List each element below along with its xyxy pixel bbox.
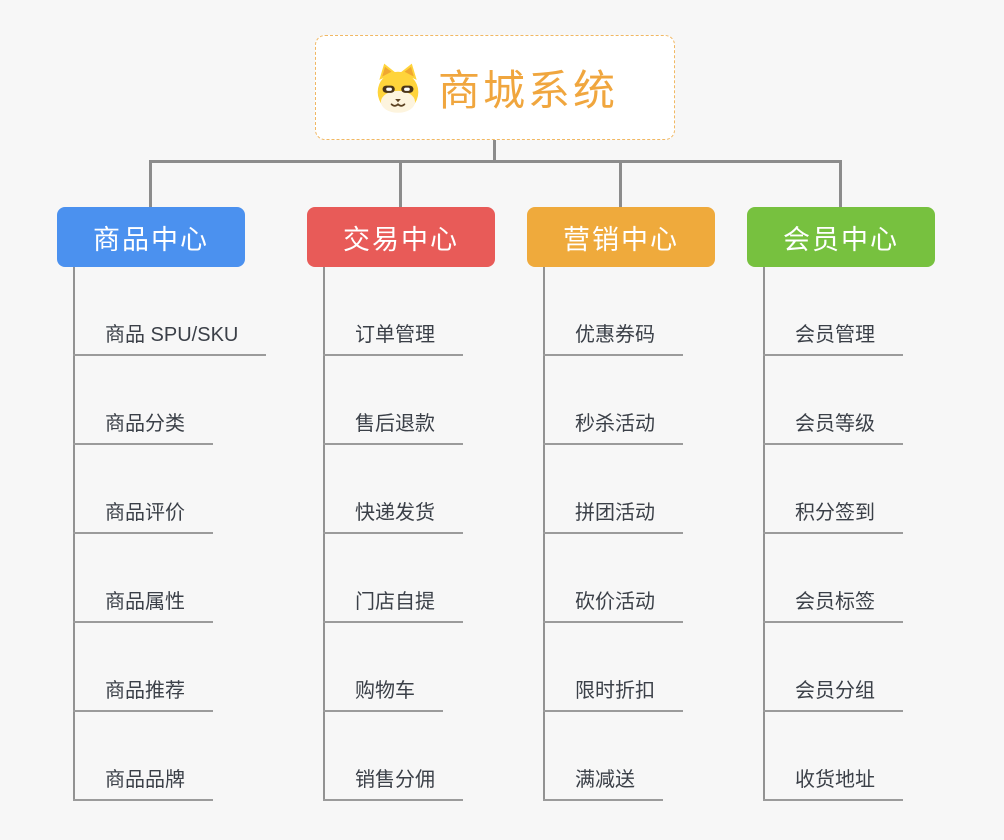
- child-node[interactable]: 销售分佣: [323, 759, 463, 801]
- child-node[interactable]: 售后退款: [323, 403, 463, 445]
- child-node[interactable]: 门店自提: [323, 581, 463, 623]
- connector-drop-2: [399, 160, 402, 207]
- shiba-dog-icon: [377, 63, 419, 113]
- child-node[interactable]: 购物车: [323, 670, 443, 712]
- child-node[interactable]: 会员标签: [763, 581, 903, 623]
- branch-header-marketing-center[interactable]: 营销中心: [527, 207, 715, 267]
- connector-drop-1: [149, 160, 152, 207]
- connector-drop-4: [839, 160, 842, 207]
- branch-header-trade-center[interactable]: 交易中心: [307, 207, 495, 267]
- child-node[interactable]: 优惠券码: [543, 314, 683, 356]
- child-node[interactable]: 商品评价: [73, 492, 213, 534]
- branch-marketing-center: 营销中心 优惠券码 秒杀活动 拼团活动 砍价活动 限时折扣 满减送: [527, 207, 803, 817]
- child-node[interactable]: 商品分类: [73, 403, 213, 445]
- branch-header-member-center[interactable]: 会员中心: [747, 207, 935, 267]
- child-node[interactable]: 秒杀活动: [543, 403, 683, 445]
- connector-horizontal: [149, 160, 842, 163]
- branch-trade-center: 交易中心 订单管理 售后退款 快递发货 门店自提 购物车 销售分佣: [307, 207, 583, 817]
- child-node[interactable]: 商品属性: [73, 581, 213, 623]
- child-node[interactable]: 快递发货: [323, 492, 463, 534]
- root-title: 商城系统: [437, 67, 618, 114]
- child-node[interactable]: 积分签到: [763, 492, 903, 534]
- child-node[interactable]: 满减送: [543, 759, 663, 801]
- branch-product-center: 商品中心 商品 SPU/SKU 商品分类 商品评价 商品属性 商品推荐 商品品牌: [57, 207, 333, 817]
- branch-trunk-line: [73, 267, 75, 801]
- child-node[interactable]: 订单管理: [323, 314, 463, 356]
- branch-trunk-line: [543, 267, 545, 801]
- branch-header-product-center[interactable]: 商品中心: [57, 207, 245, 267]
- child-node[interactable]: 收货地址: [763, 759, 903, 801]
- branch-trunk-line: [323, 267, 325, 801]
- child-node[interactable]: 砍价活动: [543, 581, 683, 623]
- child-node[interactable]: 商品推荐: [73, 670, 213, 712]
- child-node[interactable]: 会员管理: [763, 314, 903, 356]
- child-node[interactable]: 会员等级: [763, 403, 903, 445]
- connector-drop-3: [619, 160, 622, 207]
- child-node[interactable]: 商品 SPU/SKU: [73, 314, 267, 356]
- branch-trunk-line: [763, 267, 765, 801]
- root-node[interactable]: 商城系统: [315, 35, 675, 140]
- branch-member-center: 会员中心 会员管理 会员等级 积分签到 会员标签 会员分组 收货地址: [747, 207, 1004, 817]
- connector-root-stub: [493, 140, 496, 161]
- child-node[interactable]: 拼团活动: [543, 492, 683, 534]
- child-node[interactable]: 会员分组: [763, 670, 903, 712]
- child-node[interactable]: 商品品牌: [73, 759, 213, 801]
- child-node[interactable]: 限时折扣: [543, 670, 683, 712]
